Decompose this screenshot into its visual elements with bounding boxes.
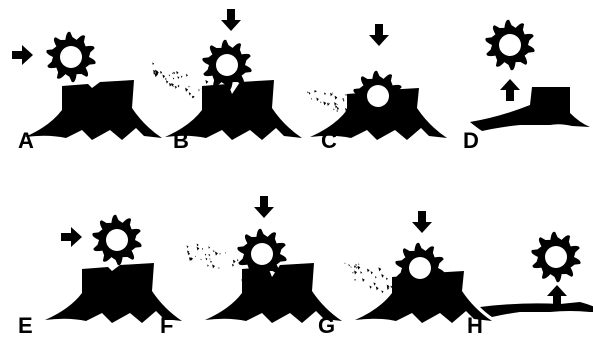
- cutter-wheel-icon-c: [353, 70, 403, 122]
- arrow-up-icon-h: [547, 285, 567, 307]
- arrow-down-icon-b: [221, 9, 241, 31]
- arrow-right-icon-e: [61, 227, 82, 247]
- arrow-down-icon-c: [369, 24, 389, 46]
- panel-label-f: F: [160, 313, 174, 338]
- tree-stump-icon-g: [355, 271, 492, 323]
- tree-stump-icon-f: [205, 263, 342, 323]
- cutter-wheel-icon-e: [92, 214, 142, 266]
- arrow-up-icon-d: [500, 79, 520, 101]
- tree-stump-icon-e: [45, 263, 182, 323]
- tree-stump-icon-a: [25, 80, 162, 140]
- panel-label-a: A: [18, 128, 34, 153]
- cutter-wheel-icon-d: [485, 19, 535, 71]
- tree-stump-icon-h: [480, 302, 593, 317]
- tree-stump-icon-b: [165, 80, 302, 140]
- cutter-wheel-icon-f: [237, 228, 287, 280]
- panel-label-h: H: [467, 313, 483, 338]
- arrow-down-icon-f: [254, 196, 274, 218]
- cutter-wheel-icon-g: [395, 242, 445, 294]
- panel-label-b: B: [173, 128, 189, 153]
- panel-label-c: C: [321, 128, 337, 153]
- tree-stump-icon-d: [470, 87, 590, 131]
- panel-label-e: E: [18, 313, 33, 338]
- cutter-wheel-icon-h: [531, 231, 581, 283]
- arrow-right-icon-a: [12, 45, 33, 65]
- panel-label-g: G: [318, 313, 336, 338]
- cutter-wheel-icon-a: [46, 31, 96, 83]
- panel-label-d: D: [463, 128, 479, 153]
- arrow-down-icon-g: [412, 211, 432, 233]
- cutter-wheel-icon-b: [202, 39, 252, 91]
